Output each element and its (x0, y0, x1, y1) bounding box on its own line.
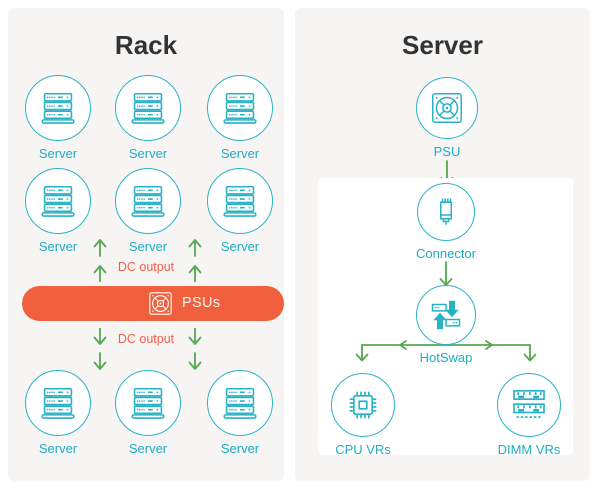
server-circle (25, 75, 91, 141)
server-circle (115, 168, 181, 234)
server-node: Server (115, 75, 181, 161)
server-circle (25, 168, 91, 234)
dc-output-top-label: DC output (117, 260, 175, 274)
dc-output-bottom-label: DC output (117, 332, 175, 346)
server-node-label: Server (128, 239, 168, 254)
cpu-vrs-node: CPU VRs (331, 373, 395, 457)
connector-icon (428, 194, 464, 230)
rack-panel-title: Rack (114, 30, 178, 60)
cpu-vrs-node-label: CPU VRs (335, 442, 391, 457)
dimm-vrs-node: DIMM VRs (497, 373, 561, 457)
server-node: Server (115, 370, 181, 456)
dimm-vrs-circle (497, 373, 561, 437)
server-circle (207, 75, 273, 141)
hotswap-node: HotSwap (416, 285, 476, 365)
server-panel-title: Server (402, 30, 483, 60)
branch-arrows (355, 340, 537, 362)
server-circle (115, 75, 181, 141)
server-node: Server (207, 370, 273, 456)
rack-panel: Rack Server Server Server Server Server (8, 8, 284, 481)
psu-fan-icon (147, 290, 174, 317)
psu-fan-icon (429, 90, 465, 126)
server-node-label: Server (220, 146, 260, 161)
server-icon (129, 384, 167, 422)
dimm-vrs-node-label: DIMM VRs (497, 442, 561, 457)
cpu-chip-icon (343, 385, 383, 425)
server-circle (25, 370, 91, 436)
connector-circle (416, 183, 475, 241)
server-circle (207, 168, 273, 234)
server-circle (115, 370, 181, 436)
psus-bar: PSUs (22, 286, 284, 321)
server-node-label: Server (38, 441, 78, 456)
server-node-label: Server (128, 146, 168, 161)
psus-bar-label: PSUs (182, 295, 221, 311)
server-panel: Server PSU Connector HotSw (295, 8, 590, 481)
server-node: Server (25, 168, 91, 254)
psu-node: PSU (416, 77, 478, 159)
psu-node-label: PSU (433, 144, 461, 159)
server-node: Server (207, 75, 273, 161)
cpu-vrs-circle (331, 373, 395, 437)
server-node-label: Server (220, 239, 260, 254)
server-node: Server (25, 370, 91, 456)
server-icon (221, 182, 259, 220)
server-node-label: Server (38, 146, 78, 161)
connector-node-label: Connector (416, 246, 476, 261)
hotswap-circle (416, 285, 476, 345)
dimm-memory-icon (509, 385, 549, 425)
server-node-label: Server (38, 239, 78, 254)
hotswap-node-label: HotSwap (419, 350, 473, 365)
server-circle (207, 370, 273, 436)
server-icon (129, 182, 167, 220)
server-node: Server (25, 75, 91, 161)
server-node: Server (207, 168, 273, 254)
server-icon (39, 89, 77, 127)
server-node: Server (115, 168, 181, 254)
connector-node: Connector (416, 183, 476, 261)
server-node-label: Server (220, 441, 260, 456)
server-icon (221, 384, 259, 422)
server-icon (39, 182, 77, 220)
server-node-label: Server (128, 441, 168, 456)
psu-circle (416, 77, 478, 139)
down-arrow-icon (438, 261, 454, 287)
server-icon (221, 89, 259, 127)
hotswap-icon (428, 297, 464, 333)
server-icon (39, 384, 77, 422)
server-icon (129, 89, 167, 127)
